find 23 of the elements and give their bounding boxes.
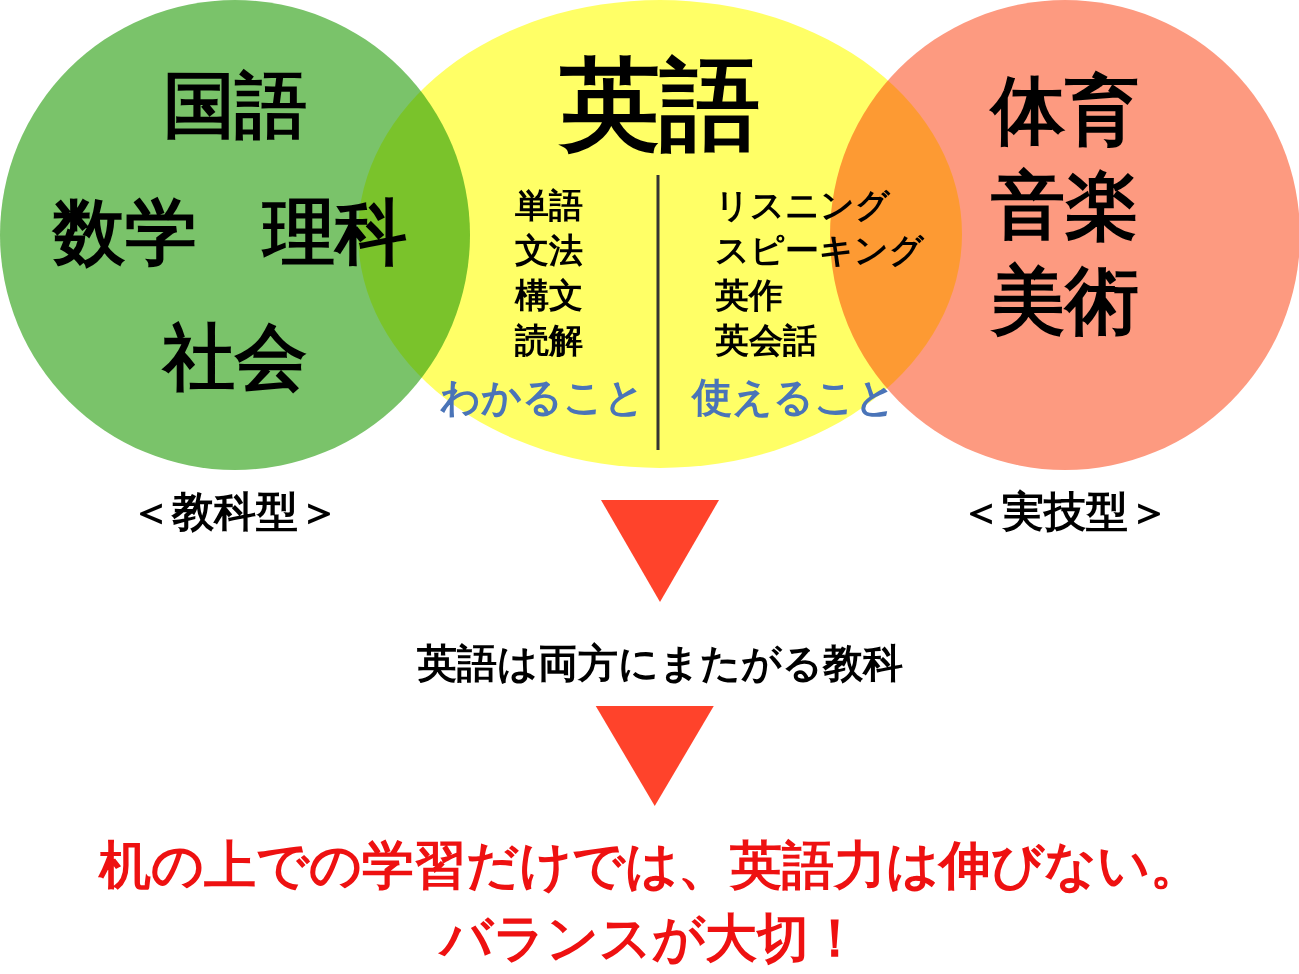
- subject-label: 美術: [991, 263, 1139, 337]
- skill-label: 文法: [515, 233, 583, 267]
- skill-label: リスニング: [715, 188, 890, 222]
- skill-label: 読解: [515, 323, 583, 357]
- conclusion-text: バランスが大切！: [439, 912, 861, 964]
- down-arrow: [595, 706, 714, 806]
- category-label: わかること: [440, 377, 645, 417]
- type-caption: ＜教科型＞: [130, 491, 340, 533]
- subject-label: 音楽: [991, 168, 1139, 242]
- subject-label: 社会: [163, 321, 307, 393]
- subject-heading: 英語: [560, 55, 760, 155]
- statement-text: 英語は両方にまたがる教科: [417, 643, 903, 683]
- subject-label: 理科: [263, 196, 407, 268]
- subject-label: 数学: [53, 196, 197, 268]
- skill-label: スピーキング: [715, 233, 924, 267]
- category-label: 使えること: [692, 377, 896, 417]
- skill-label: 英会話: [715, 323, 817, 357]
- down-arrow: [601, 500, 719, 602]
- subject-label: 国語: [163, 69, 307, 141]
- skill-label: 単語: [515, 188, 583, 222]
- type-caption: ＜実技型＞: [960, 491, 1170, 533]
- skill-label: 構文: [515, 278, 583, 312]
- skill-label: 英作: [715, 278, 783, 312]
